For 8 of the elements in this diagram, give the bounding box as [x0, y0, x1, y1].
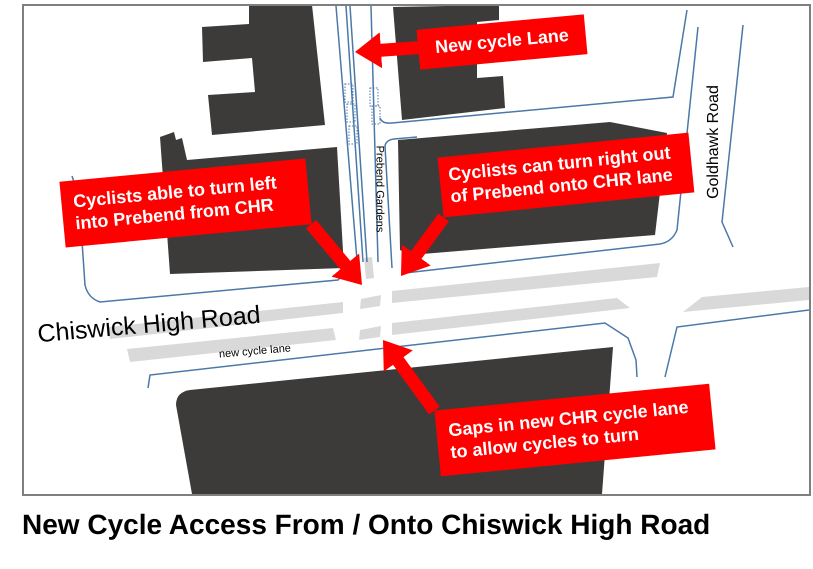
callout-arrow	[354, 32, 419, 68]
callout-text: Gaps in new CHR cycle lane to allow cycles to turn	[448, 396, 690, 464]
caption: New Cycle Access From / Onto Chiswick High Road	[22, 508, 710, 542]
callout-text: Cyclists can turn right out of Prebend onto CHR lane	[447, 142, 674, 208]
street-name: Goldhawk Road	[706, 85, 722, 199]
callout-text: Cyclists able to turn left into Prebend from CHR	[72, 172, 278, 235]
callout-text: New cycle Lane	[433, 24, 571, 60]
street-name: Prebend Gardens	[374, 146, 384, 232]
